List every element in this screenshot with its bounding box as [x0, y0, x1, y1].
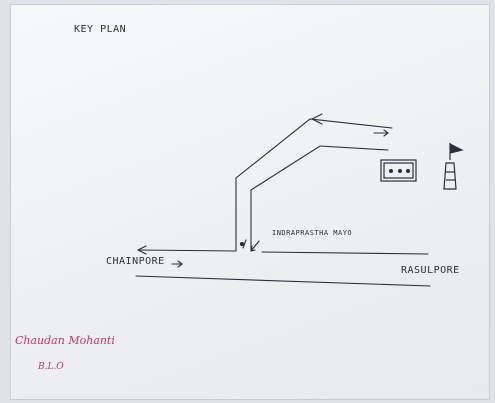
signature-name: Chaudan Mohanti: [15, 334, 115, 347]
label-arrow-head: [177, 260, 183, 268]
flag-tower-icon: [443, 143, 464, 190]
small-arrow-head: [383, 129, 389, 137]
junction-dot: [239, 241, 245, 247]
main-road-lower: [135, 275, 431, 287]
branch-road-outer: [235, 118, 393, 252]
left-arrow-head: [136, 245, 147, 255]
branch-road-inner: [250, 145, 389, 251]
main-road-upper-right: [261, 251, 429, 255]
road-name-label: INDRAPRASTHA MAYO: [272, 229, 353, 237]
junction-tick: [242, 239, 247, 249]
main-road-upper-left: [139, 249, 237, 252]
junction-arrow: [250, 240, 260, 252]
map-title: KEY PLAN: [74, 24, 127, 35]
paper-sheet: [10, 4, 490, 400]
branch-arrow-head: [310, 113, 323, 125]
building-icon: [380, 159, 417, 182]
place-label-left: CHAINPORE: [106, 256, 165, 267]
place-label-right: RASULPORE: [401, 265, 460, 276]
signature-designation: B.L.O: [38, 362, 64, 372]
